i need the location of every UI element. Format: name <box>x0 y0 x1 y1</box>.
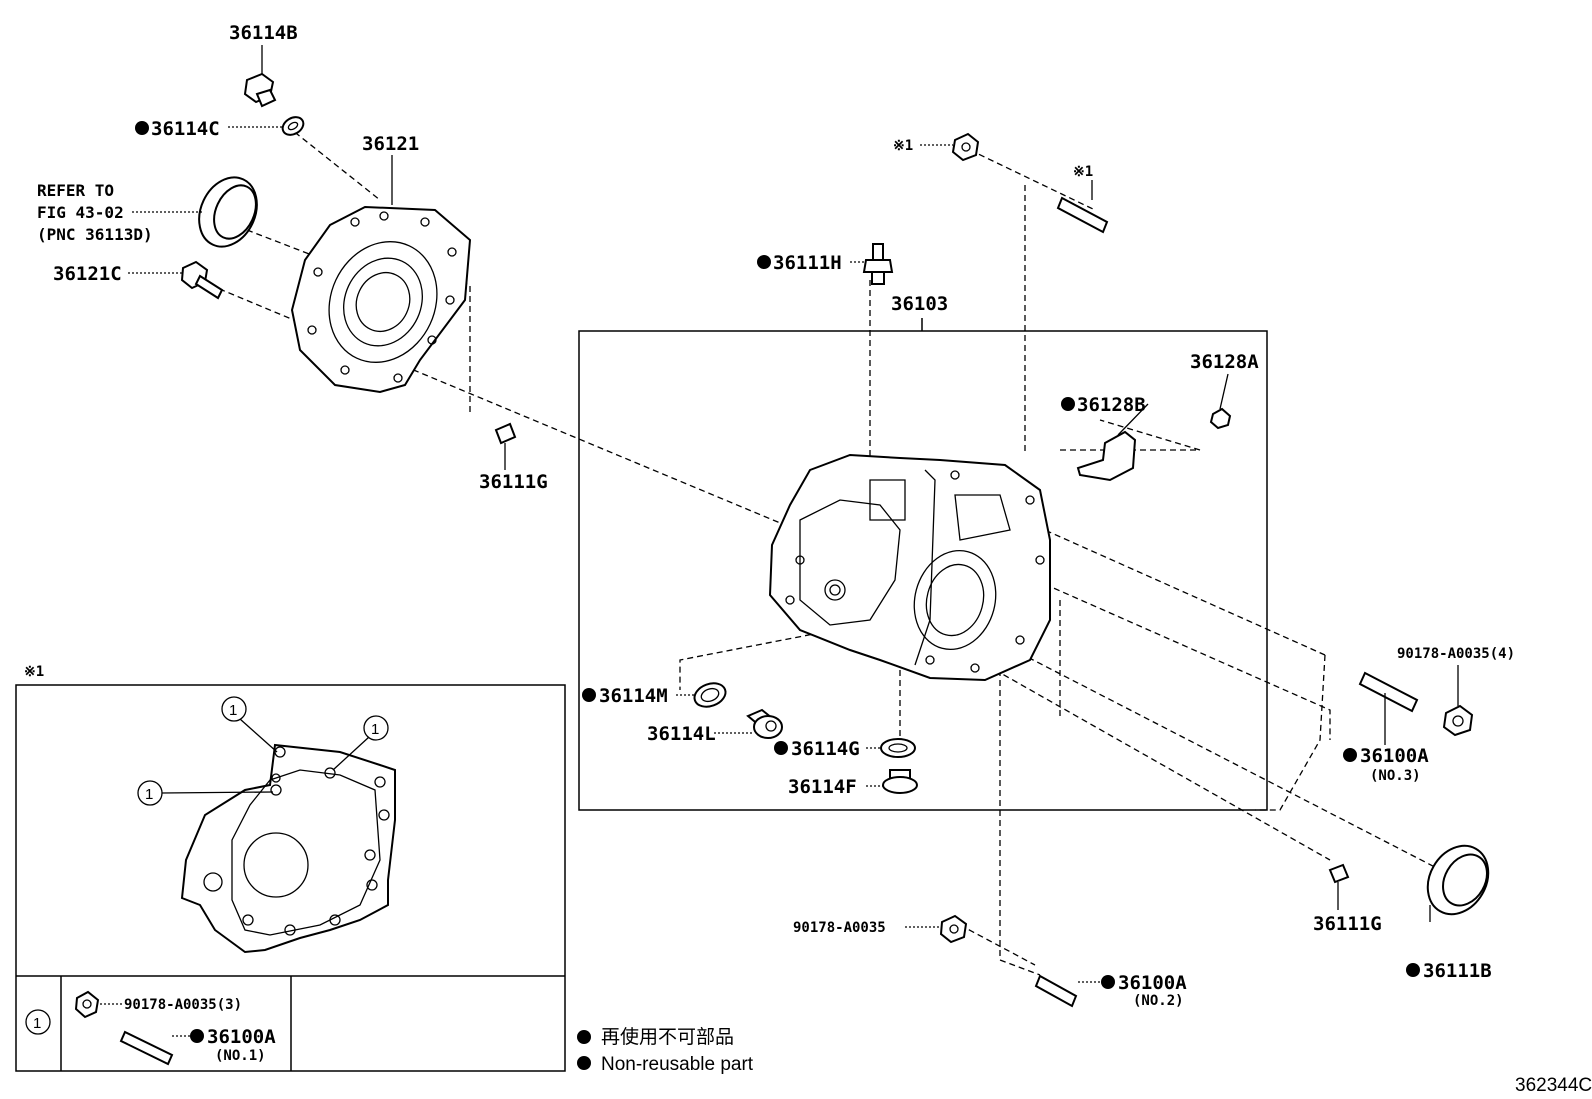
label-90178-4: 90178-A0035(4) <box>1397 646 1515 662</box>
label-refer-line2: FIG 43-02 <box>37 203 124 222</box>
non-reusable-dot <box>1061 397 1075 411</box>
non-reusable-dot <box>190 1029 204 1043</box>
inset-nut <box>74 990 100 1019</box>
label-ref1-stud: ※1 <box>1073 164 1093 180</box>
label-refer-line1: REFER TO <box>37 181 114 200</box>
gasket-36114M <box>693 682 727 708</box>
part-labels: 36114B 36114C 36121 REFER TO FIG 43-02 (… <box>37 22 1515 1009</box>
callout-1c: 1 <box>145 786 153 803</box>
plug-36114L <box>746 708 783 739</box>
label-36100A-no2: 36100A <box>1118 972 1187 994</box>
callout-circle-a <box>221 696 247 722</box>
callout-1a: 1 <box>229 702 237 719</box>
label-36111G-right: 36111G <box>1313 913 1382 935</box>
callout-circle-b <box>363 715 389 741</box>
non-reusable-dot <box>757 255 771 269</box>
label-90178: 90178-A0035 <box>793 920 886 936</box>
gasket-36114G <box>880 738 916 758</box>
gasket-36114C <box>281 116 305 136</box>
non-reusable-dot <box>1343 748 1357 762</box>
legend-jp: 再使用不可部品 <box>601 1026 734 1048</box>
non-reusable-dot <box>1406 963 1420 977</box>
legend-en: Non-reusable part <box>601 1054 754 1075</box>
bolt-36128A <box>1209 407 1232 430</box>
label-36103: 36103 <box>891 293 948 315</box>
label-ref1-nut: ※1 <box>893 138 913 154</box>
label-36114F: 36114F <box>788 776 857 798</box>
stud-36100A-no2 <box>1034 974 1078 1008</box>
plug-36114B <box>243 72 277 108</box>
non-reusable-dot <box>774 741 788 755</box>
nut-90178-bottom <box>939 914 968 944</box>
label-36100A-no3: 36100A <box>1360 745 1429 767</box>
pin-36111G-right <box>1328 863 1350 900</box>
label-36114C: 36114C <box>151 118 220 140</box>
row-marker: 1 <box>33 1015 41 1032</box>
nut-90178-4 <box>1442 704 1474 737</box>
oil-seal-36111B <box>1426 844 1490 922</box>
sensor-36111H <box>862 243 894 285</box>
label-36114M: 36114M <box>599 685 668 707</box>
stud-36100A-no3 <box>1358 671 1419 713</box>
inset-row-nut: 90178-A0035(3) <box>124 997 242 1013</box>
label-36121: 36121 <box>362 133 419 155</box>
stud-ref1-top <box>1056 196 1109 234</box>
assembly-box-36103 <box>578 330 1268 811</box>
label-no2: (NO.2) <box>1133 993 1184 1009</box>
label-36111G-top: 36111G <box>479 471 548 493</box>
label-36128A: 36128A <box>1190 351 1259 373</box>
cover-36121 <box>290 205 472 394</box>
oil-seal-left <box>198 176 258 248</box>
label-36114L: 36114L <box>647 723 716 745</box>
bolt-36121C <box>180 260 224 300</box>
label-refer-line3: (PNC 36113D) <box>37 225 153 244</box>
row-marker-circle <box>25 1009 51 1035</box>
plate-36128B <box>1076 430 1137 482</box>
inset-ref-mark: ※1 <box>24 664 44 680</box>
non-reusable-dot <box>1101 975 1115 989</box>
label-36114B: 36114B <box>229 22 298 44</box>
figure-id: 362344C <box>1515 1075 1592 1096</box>
transaxle-case-36103 <box>768 453 1051 682</box>
label-36128B: 36128B <box>1077 394 1146 416</box>
legend-dot-en <box>577 1056 591 1070</box>
pin-36111G-top <box>494 422 517 462</box>
non-reusable-dot <box>135 121 149 135</box>
label-36121C: 36121C <box>53 263 122 285</box>
label-36111B: 36111B <box>1423 960 1492 982</box>
non-reusable-dot <box>582 688 596 702</box>
legend-dot-jp <box>577 1030 591 1044</box>
legend: 再使用不可部品 Non-reusable part <box>577 1026 754 1075</box>
label-36114G: 36114G <box>791 738 860 760</box>
plug-36114F <box>882 769 918 794</box>
label-no3: (NO.3) <box>1370 768 1421 784</box>
inset-row-stud: 36100A <box>207 1026 276 1048</box>
inset-row-no: (NO.1) <box>215 1048 266 1064</box>
leader-lines <box>128 45 1459 983</box>
inset-cover <box>180 743 396 954</box>
callout-1b: 1 <box>371 721 379 738</box>
nut-ref1-top <box>951 132 980 162</box>
label-36111H: 36111H <box>773 252 842 274</box>
inset-stud <box>119 1030 174 1066</box>
inset-ref1: ※1 1 1 1 1 <box>15 664 566 1072</box>
